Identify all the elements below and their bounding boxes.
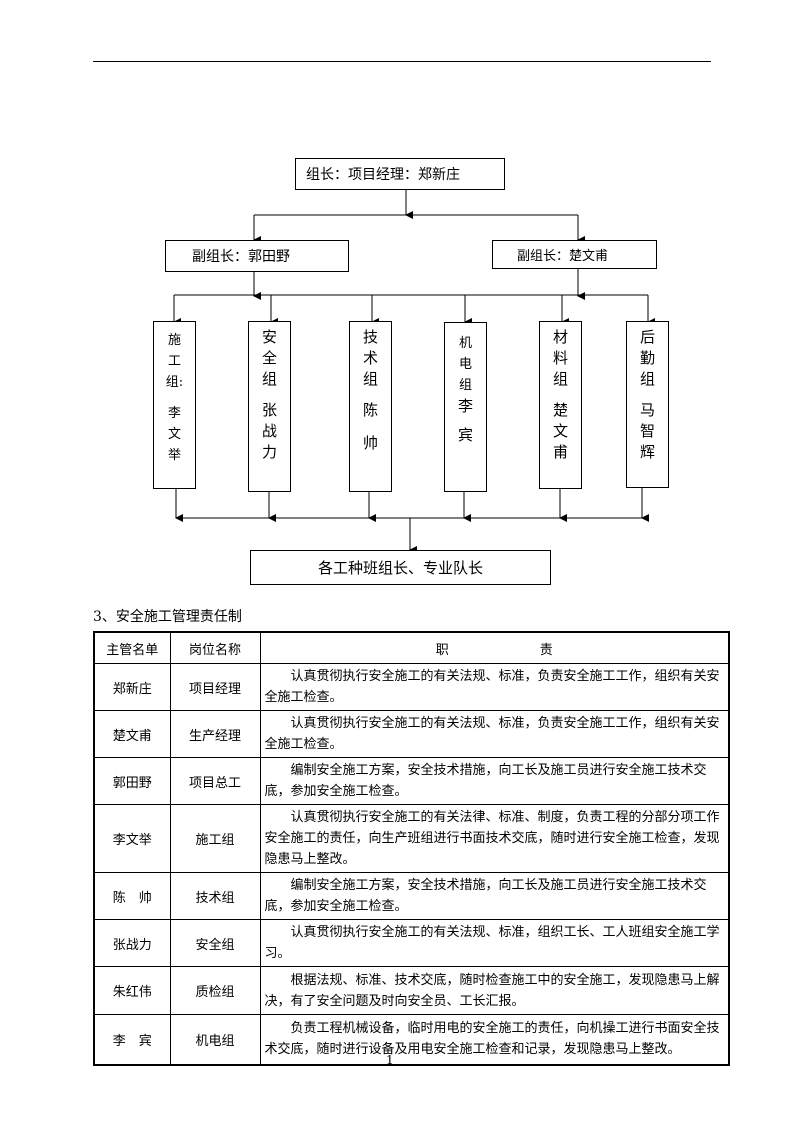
table-header-row: 主管名单 岗位名称 职 责 — [93, 631, 730, 664]
group-member-char: 张 — [261, 401, 277, 419]
group-role-char: 技 — [362, 328, 378, 346]
header-manager: 主管名单 — [93, 631, 171, 664]
group-role-char: 组 — [261, 370, 277, 388]
cell-duty: 认真贯彻执行安全施工的有关法规、标准，负责安全施工工作，组织有关安全施工检查。 — [259, 710, 730, 758]
group-role-char: 工 — [167, 354, 181, 369]
org-deputy-right-box: 副组长：楚文甫 — [492, 240, 657, 269]
group-role-char: 组: — [165, 375, 184, 390]
group-box-electromechanical: 机 电 组 李 宾 — [444, 322, 487, 492]
table-row: 李文举 施工组 认真贯彻执行安全施工的有关法律、标准、制度，负责工程的分部分项工… — [93, 804, 730, 873]
group-role-char: 机 — [458, 336, 472, 351]
group-member-char: 宾 — [457, 426, 473, 444]
cell-duty: 认真贯彻执行安全施工的有关法规、标准，负责安全施工工作，组织有关安全施工检查。 — [259, 663, 730, 711]
cell-duty: 认真贯彻执行安全施工的有关法规、标准，组织工长、工人班组安全施工学习。 — [259, 919, 730, 967]
table-row: 郑新庄 项目经理 认真贯彻执行安全施工的有关法规、标准，负责安全施工工作，组织有… — [93, 663, 730, 711]
table-row: 楚文甫 生产经理 认真贯彻执行安全施工的有关法规、标准，负责安全施工工作，组织有… — [93, 710, 730, 758]
group-member-char: 举 — [167, 448, 181, 463]
table-row: 陈 帅 技术组 编制安全施工方案，安全技术措施，向工长及施工员进行安全施工技术交… — [93, 872, 730, 920]
group-member-char: 李 — [167, 406, 181, 421]
cell-duty: 编制安全施工方案，安全技术措施，向工长及施工员进行安全施工技术交底，参加安全施工… — [259, 872, 730, 920]
cell-position: 安全组 — [169, 919, 261, 967]
group-role-char: 勤 — [639, 349, 655, 367]
table-row: 李 宾 机电组 负责工程机械设备，临时用电的安全施工的责任，向机操工进行书面安全… — [93, 1014, 730, 1065]
org-bottom-label: 各工种班组长、专业队长 — [317, 559, 483, 577]
group-role-char: 组 — [458, 378, 472, 393]
org-leader-label: 组长：项目经理：郑新庄 — [306, 167, 460, 183]
table-row: 张战力 安全组 认真贯彻执行安全施工的有关法规、标准，组织工长、工人班组安全施工… — [93, 919, 730, 967]
responsibility-table: 主管名单 岗位名称 职 责 郑新庄 项目经理 认真贯彻执行安全施工的有关法规、标… — [93, 631, 730, 1066]
section-title: 3、安全施工管理责任制 — [93, 609, 242, 625]
group-member-char: 力 — [261, 443, 277, 461]
group-role-char: 全 — [261, 349, 277, 367]
header-rule — [93, 61, 711, 62]
group-role-char: 安 — [261, 328, 277, 346]
org-deputy-left-label: 副组长：郭田野 — [192, 249, 290, 265]
cell-name: 张战力 — [93, 919, 171, 967]
cell-position: 施工组 — [169, 804, 261, 873]
cell-position: 技术组 — [169, 872, 261, 920]
cell-position: 生产经理 — [169, 710, 261, 758]
table-row: 朱红伟 质检组 根据法规、标准、技术交底，随时检查施工中的安全施工，发现隐患马上… — [93, 966, 730, 1015]
table-row: 郭田野 项目总工 编制安全施工方案，安全技术措施，向工长及施工员进行安全施工技术… — [93, 757, 730, 805]
group-member-char: 智 — [639, 422, 655, 440]
cell-name: 李 宾 — [93, 1014, 171, 1065]
cell-position: 项目总工 — [169, 757, 261, 805]
group-member-char: 楚 — [552, 401, 568, 419]
cell-position: 项目经理 — [169, 663, 261, 711]
cell-name: 陈 帅 — [93, 872, 171, 920]
group-role-char: 材 — [552, 328, 568, 346]
org-chart-connectors — [173, 190, 655, 554]
cell-position: 机电组 — [169, 1014, 261, 1065]
group-member-char: 文 — [167, 427, 181, 442]
cell-name: 朱红伟 — [93, 966, 171, 1015]
cell-name: 郭田野 — [93, 757, 171, 805]
group-box-technical: 技 术 组 陈 帅 — [349, 321, 392, 492]
group-box-safety: 安 全 组 张 战 力 — [248, 321, 291, 492]
group-role-char: 后 — [639, 328, 655, 346]
cell-name: 郑新庄 — [93, 663, 171, 711]
cell-name: 李文举 — [93, 804, 171, 873]
org-bottom-box: 各工种班组长、专业队长 — [250, 550, 551, 585]
group-member-char: 甫 — [552, 443, 568, 461]
group-box-logistics: 后 勤 组 马 智 辉 — [626, 321, 669, 488]
cell-duty: 负责工程机械设备，临时用电的安全施工的责任，向机操工进行书面安全技术交底，随时进… — [259, 1014, 730, 1065]
group-member-char: 战 — [261, 422, 277, 440]
org-deputy-left-box: 副组长：郭田野 — [165, 240, 349, 272]
group-box-construction: 施 工 组: 李 文 举 — [153, 321, 196, 489]
cell-duty: 认真贯彻执行安全施工的有关法律、标准、制度，负责工程的分部分项工作安全施工的责任… — [259, 804, 730, 873]
cell-duty: 编制安全施工方案，安全技术措施，向工长及施工员进行安全施工技术交底，参加安全施工… — [259, 757, 730, 805]
header-duty: 职 责 — [259, 631, 730, 664]
group-role-char: 电 — [458, 357, 472, 372]
header-position: 岗位名称 — [169, 631, 261, 664]
group-member-char: 文 — [552, 422, 568, 440]
cell-position: 质检组 — [169, 966, 261, 1015]
group-member-char: 陈 — [362, 401, 378, 419]
group-role-char: 料 — [552, 349, 568, 367]
group-role-char: 组 — [552, 370, 568, 388]
group-role-char: 术 — [362, 349, 378, 367]
org-deputy-right-label: 副组长：楚文甫 — [517, 249, 609, 264]
group-role-char: 施 — [167, 333, 181, 348]
group-member-char: 帅 — [362, 434, 378, 452]
group-role-char: 组 — [362, 370, 378, 388]
org-leader-box: 组长：项目经理：郑新庄 — [295, 158, 505, 190]
group-box-materials: 材 料 组 楚 文 甫 — [539, 321, 582, 489]
group-member-char: 辉 — [639, 443, 655, 461]
group-role-char: 组 — [639, 370, 655, 388]
group-member-char: 李 — [457, 397, 473, 415]
cell-name: 楚文甫 — [93, 710, 171, 758]
group-member-char: 马 — [639, 401, 655, 419]
page-number: 1 — [386, 1053, 394, 1067]
cell-duty: 根据法规、标准、技术交底，随时检查施工中的安全施工，发现隐患马上解决，有了安全问… — [259, 966, 730, 1015]
